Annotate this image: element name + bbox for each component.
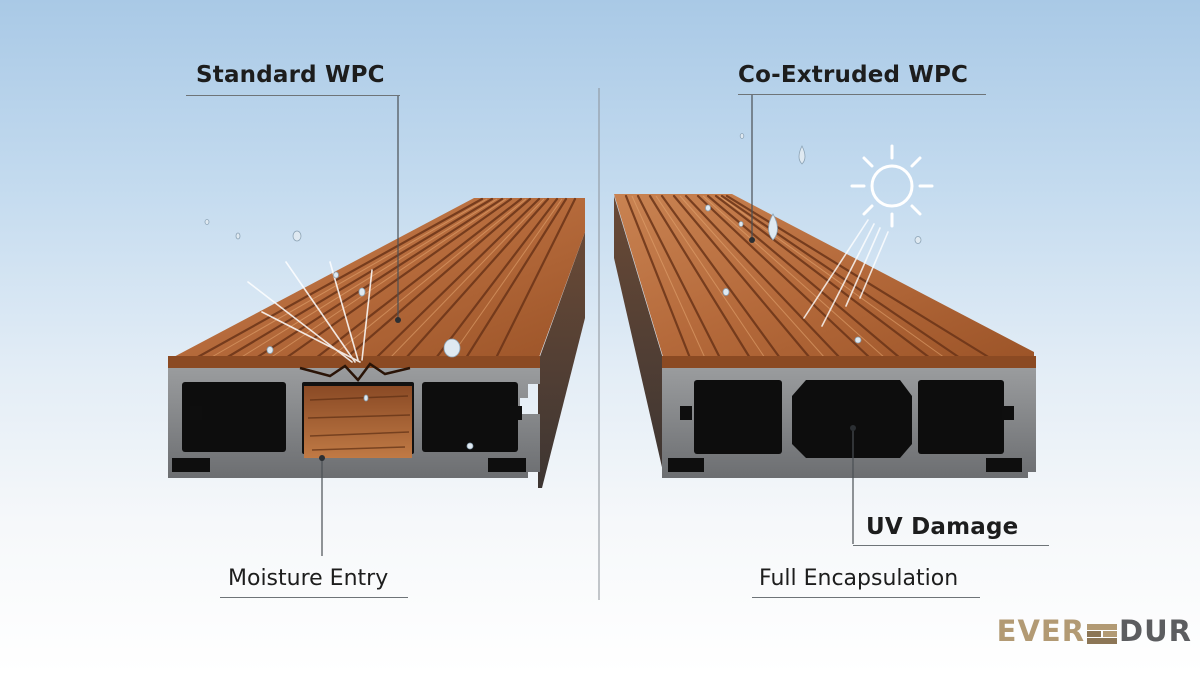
label-underline [738, 94, 986, 95]
label-full-encapsulation: Full Encapsulation [759, 566, 959, 591]
brand-logo-right: DUR [1119, 614, 1192, 648]
label-underline [186, 95, 400, 96]
label-uv-damage: UV Damage [866, 514, 1019, 540]
standard-wpc-board [168, 197, 585, 488]
label-coextruded-wpc: Co-Extruded WPC [738, 62, 969, 88]
water-droplet-icon [705, 133, 922, 344]
brand-mark-icon [1087, 619, 1118, 644]
brand-logo-left: EVER [996, 614, 1086, 648]
label-underline [752, 597, 980, 598]
label-underline [220, 597, 408, 598]
water-droplet-icon [204, 219, 474, 450]
label-moisture-entry: Moisture Entry [228, 566, 389, 591]
label-underline [853, 545, 1049, 546]
sun-icon [850, 144, 934, 228]
coextruded-wpc-board [614, 133, 1036, 478]
brand-logo: EVER DUR [997, 614, 1192, 648]
crack-icon [299, 362, 411, 382]
label-standard-wpc: Standard WPC [196, 62, 385, 88]
